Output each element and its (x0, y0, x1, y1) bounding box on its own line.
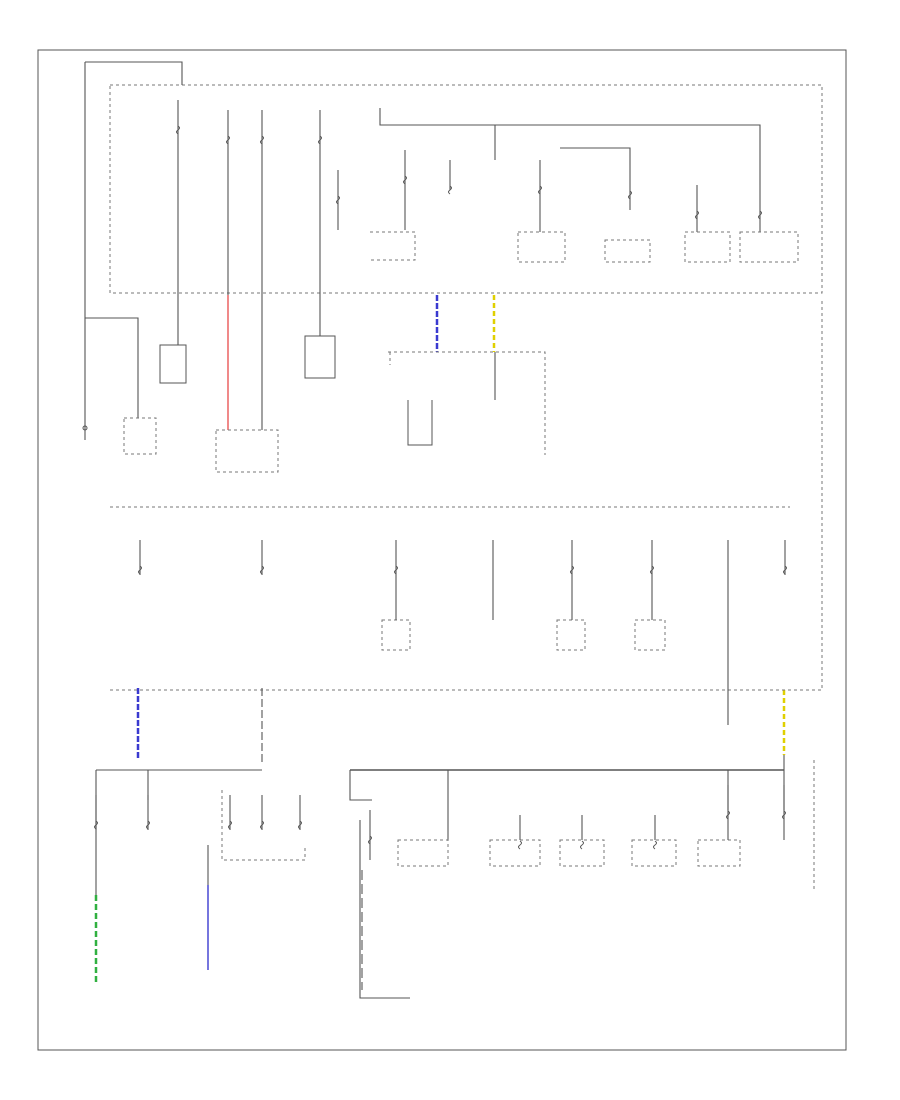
wiper-relay-box (739, 231, 799, 263)
top-fuse-2-symbol-icon (226, 135, 230, 145)
ac-compressor-relay-box (604, 239, 651, 263)
mid-fuse-4-symbol-icon (570, 565, 574, 575)
fan-control-unit-box (159, 344, 187, 384)
low-fuse-10-symbol-icon (726, 810, 730, 820)
top-fuse-1-symbol-icon (176, 125, 180, 135)
mid-fuse-2-symbol-icon (260, 565, 264, 575)
dome-light-relay-box (697, 839, 741, 867)
low-fuse-3-symbol-icon (228, 820, 232, 830)
low-fuse-7-symbol-icon (518, 840, 522, 850)
page-frame (37, 49, 847, 1051)
alternator-box (304, 335, 336, 379)
relay-coil-left (407, 400, 433, 446)
horn-relay-box (631, 839, 677, 867)
low-fuse-1-symbol-icon (94, 820, 98, 830)
top-fuse-7-symbol-icon (448, 185, 452, 195)
lower-section (95, 688, 815, 999)
top-fuse-8-symbol-icon (538, 185, 542, 195)
low-fuse-6-symbol-icon (368, 835, 372, 845)
ground-symbol-icon (82, 425, 88, 431)
fog-light-relay-box (559, 839, 605, 867)
trunk-release-relay-box (489, 839, 541, 867)
low-fuse-8-symbol-icon (580, 840, 584, 850)
tail-light-relay-box (517, 231, 566, 263)
power-window-relay-box (397, 839, 449, 867)
rear-defogger-relay-box (634, 619, 666, 651)
front-defogger-relay-box (684, 231, 731, 263)
junction-block-outline (388, 351, 546, 455)
top-fuse-11-symbol-icon (758, 210, 762, 220)
top-fuse-9-symbol-icon (628, 190, 632, 200)
upper-bus (379, 108, 761, 185)
upper-fuse-row (176, 100, 762, 430)
upper-components (159, 231, 799, 473)
upper-fuse-box (109, 84, 823, 294)
upper-fuse-box-outline (109, 84, 823, 294)
low-fuse-5-symbol-icon (298, 820, 302, 830)
top-fuse-4-symbol-icon (318, 135, 322, 145)
low-fuse-2-symbol-icon (146, 820, 150, 830)
top-fuse-6-symbol-icon (403, 175, 407, 185)
mid-fuse-5-symbol-icon (650, 565, 654, 575)
low-fuse-11-symbol-icon (782, 810, 786, 820)
middle-fuse-row (138, 540, 787, 620)
mid-fuse-1-symbol-icon (138, 565, 142, 575)
low-fuse-9-symbol-icon (653, 840, 657, 850)
battery-feed (82, 61, 183, 455)
colored-wires (94, 295, 786, 985)
heater-unit-box (215, 429, 279, 473)
top-fuse-3-symbol-icon (260, 135, 264, 145)
mid-fuse-3-symbol-icon (394, 565, 398, 575)
starter-box (123, 417, 157, 455)
top-fuse-5-symbol-icon (336, 195, 340, 205)
top-fuse-10-symbol-icon (695, 210, 699, 220)
low-fuse-4-symbol-icon (260, 820, 264, 830)
blower-relay-box (556, 619, 586, 651)
mid-fuse-6-symbol-icon (783, 565, 787, 575)
lower-fuse-row (94, 785, 786, 860)
